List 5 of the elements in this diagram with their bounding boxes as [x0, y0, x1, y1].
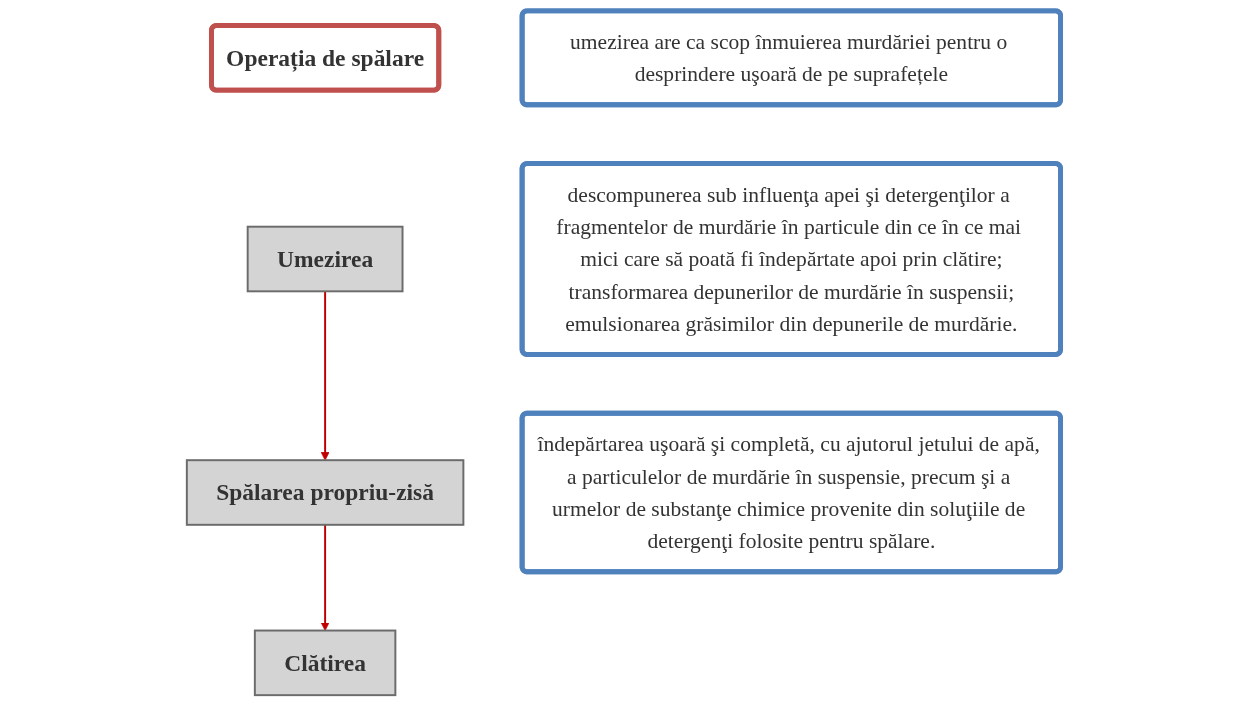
node-box: Clătirea: [254, 629, 397, 697]
node-box: Spălarea propriu-zisă: [186, 459, 465, 526]
node-box: Umezirea: [247, 225, 404, 293]
arrow: [321, 523, 330, 631]
arrow: [321, 290, 330, 461]
